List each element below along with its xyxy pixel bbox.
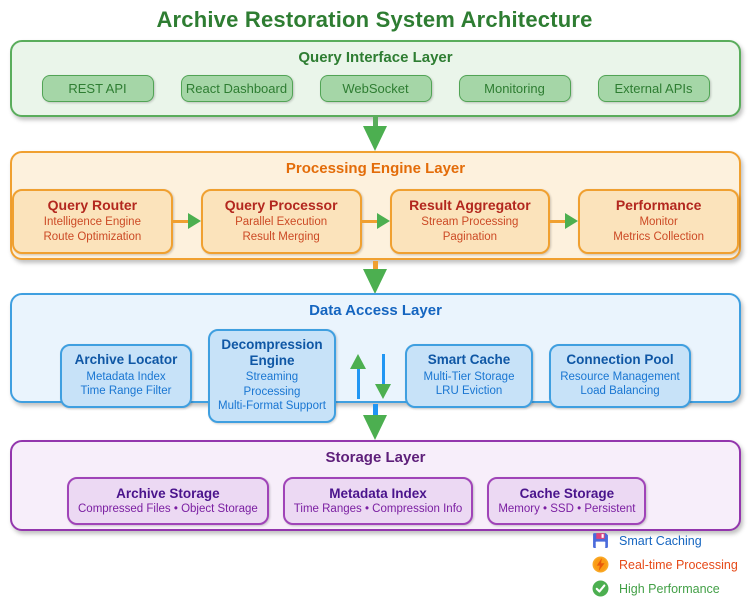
box-subtitle: Pagination [442, 230, 498, 243]
node-query-router: Query Router Intelligence Engine Route O… [12, 189, 173, 254]
floppy-disk-icon [593, 533, 608, 548]
box-subtitle: Route Optimization [43, 230, 142, 243]
arrow-up-icon [350, 353, 366, 399]
box-subtitle: Time Ranges • Compression Info [293, 503, 463, 515]
arrow-stem [550, 219, 566, 223]
query-boxes-row: REST API React Dashboard WebSocket Monit… [12, 75, 739, 102]
page-title: Archive Restoration System Architecture [156, 7, 593, 32]
box-title: Query Router [47, 197, 138, 213]
legend: Smart Caching Real-time Processing High … [592, 532, 738, 597]
layer-title: Storage Layer [325, 449, 426, 466]
arrow-stem [372, 404, 378, 415]
arrow-head [375, 383, 391, 399]
box-subtitle: Memory • SSD • Persistent [498, 503, 636, 515]
layer-title: Data Access Layer [309, 302, 442, 319]
arrow-down-icon [363, 261, 387, 294]
arrow-stem [372, 261, 378, 269]
box-subtitle: Multi-Tier Storage [423, 370, 515, 383]
node-monitoring: Monitoring [458, 75, 571, 102]
box-title: Archive Storage [116, 486, 220, 501]
legend-item-realtime-processing: Real-time Processing [592, 556, 738, 573]
box-title: Smart Cache [427, 352, 511, 368]
legend-label: Smart Caching [619, 533, 702, 548]
arrow-head [363, 126, 387, 151]
node-archive-locator: Archive Locator Metadata Index Time Rang… [60, 344, 192, 409]
node-cache-storage: Cache Storage Memory • SSD • Persistent [487, 477, 647, 525]
arrow-head [363, 269, 387, 294]
box-subtitle: Resource Management [560, 370, 680, 383]
node-connection-pool: Connection Pool Resource Management Load… [549, 344, 691, 409]
box-title: Archive Locator [74, 352, 178, 368]
storage-boxes-row: Archive Storage Compressed Files • Objec… [12, 477, 739, 525]
box-subtitle: Intelligence Engine [43, 216, 141, 228]
box-title: Result Aggregator [409, 197, 531, 213]
box-title: Query Processor [224, 197, 338, 213]
node-rest-api: REST API [41, 75, 154, 102]
layer-title: Processing Engine Layer [285, 160, 466, 177]
legend-label: Real-time Processing [619, 557, 738, 572]
arrow-head [565, 213, 579, 230]
arrow-head [363, 415, 387, 440]
arrow-down-icon [363, 117, 387, 151]
check-circle-icon [592, 580, 609, 597]
arrow-right-icon [550, 213, 579, 230]
box-subtitle: LRU Eviction [435, 385, 503, 398]
box-subtitle: Result Merging [242, 230, 320, 243]
legend-label: High Performance [619, 581, 720, 596]
layer-processing-engine: Processing Engine Layer Query Router Int… [10, 151, 741, 260]
arrow-stem [381, 353, 385, 384]
arrow-stem [356, 368, 360, 399]
arrow-down-icon [363, 404, 387, 440]
box-subtitle: Metadata Index [86, 370, 166, 383]
node-result-aggregator: Result Aggregator Stream Processing Pagi… [389, 189, 551, 254]
box-subtitle: Monitor [639, 216, 678, 228]
box-title: Metadata Index [329, 486, 427, 501]
node-react-dashboard: React Dashboard [180, 75, 293, 102]
box-subtitle: Parallel Execution [235, 216, 328, 228]
lightning-icon [592, 556, 609, 573]
data-access-boxes-row: Archive Locator Metadata Index Time Rang… [12, 329, 739, 424]
layer-storage: Storage Layer Archive Storage Compressed… [10, 440, 741, 531]
node-archive-storage: Archive Storage Compressed Files • Objec… [67, 477, 269, 525]
arrow-down-icon [375, 353, 391, 399]
arrow-right-icon [361, 213, 390, 230]
legend-item-high-performance: High Performance [592, 580, 738, 597]
box-title: Cache Storage [519, 486, 615, 501]
arrow-head [187, 213, 201, 230]
box-title: Performance [615, 197, 702, 213]
bidirectional-arrows [350, 353, 391, 399]
box-subtitle: Compressed Files • Object Storage [78, 503, 258, 515]
legend-item-smart-caching: Smart Caching [592, 532, 738, 549]
node-metadata-index: Metadata Index Time Ranges • Compression… [282, 477, 474, 525]
layer-data-access: Data Access Layer Archive Locator Metada… [10, 293, 741, 424]
box-subtitle: Time Range Filter [80, 385, 172, 398]
box-title: Connection Pool [566, 352, 674, 368]
box-subtitle: Metrics Collection [613, 230, 704, 243]
layer-title: Query Interface Layer [298, 49, 453, 66]
box-subtitle: Multi-Format Support [217, 400, 326, 413]
arrow-head [376, 213, 390, 230]
node-query-processor: Query Processor Parallel Execution Resul… [200, 189, 362, 254]
arrow-stem [172, 219, 188, 223]
arrow-stem [372, 117, 378, 126]
node-external-apis: External APIs [597, 75, 710, 102]
node-websocket: WebSocket [319, 75, 432, 102]
processing-boxes-row: Query Router Intelligence Engine Route O… [12, 189, 739, 254]
node-decompression-engine: Decompression Engine Streaming Processin… [208, 329, 336, 424]
box-subtitle: Stream Processing [421, 216, 519, 228]
arrow-right-icon [172, 213, 201, 230]
layer-query-interface: Query Interface Layer REST API React Das… [10, 40, 741, 117]
arrow-head [350, 353, 366, 369]
node-performance-monitor: Performance Monitor Metrics Collection [578, 189, 739, 254]
node-smart-cache: Smart Cache Multi-Tier Storage LRU Evict… [405, 344, 533, 409]
arrow-stem [361, 219, 377, 223]
box-title: Decompression Engine [221, 337, 323, 368]
box-subtitle: Streaming Processing [243, 371, 301, 398]
box-subtitle: Load Balancing [580, 385, 660, 398]
